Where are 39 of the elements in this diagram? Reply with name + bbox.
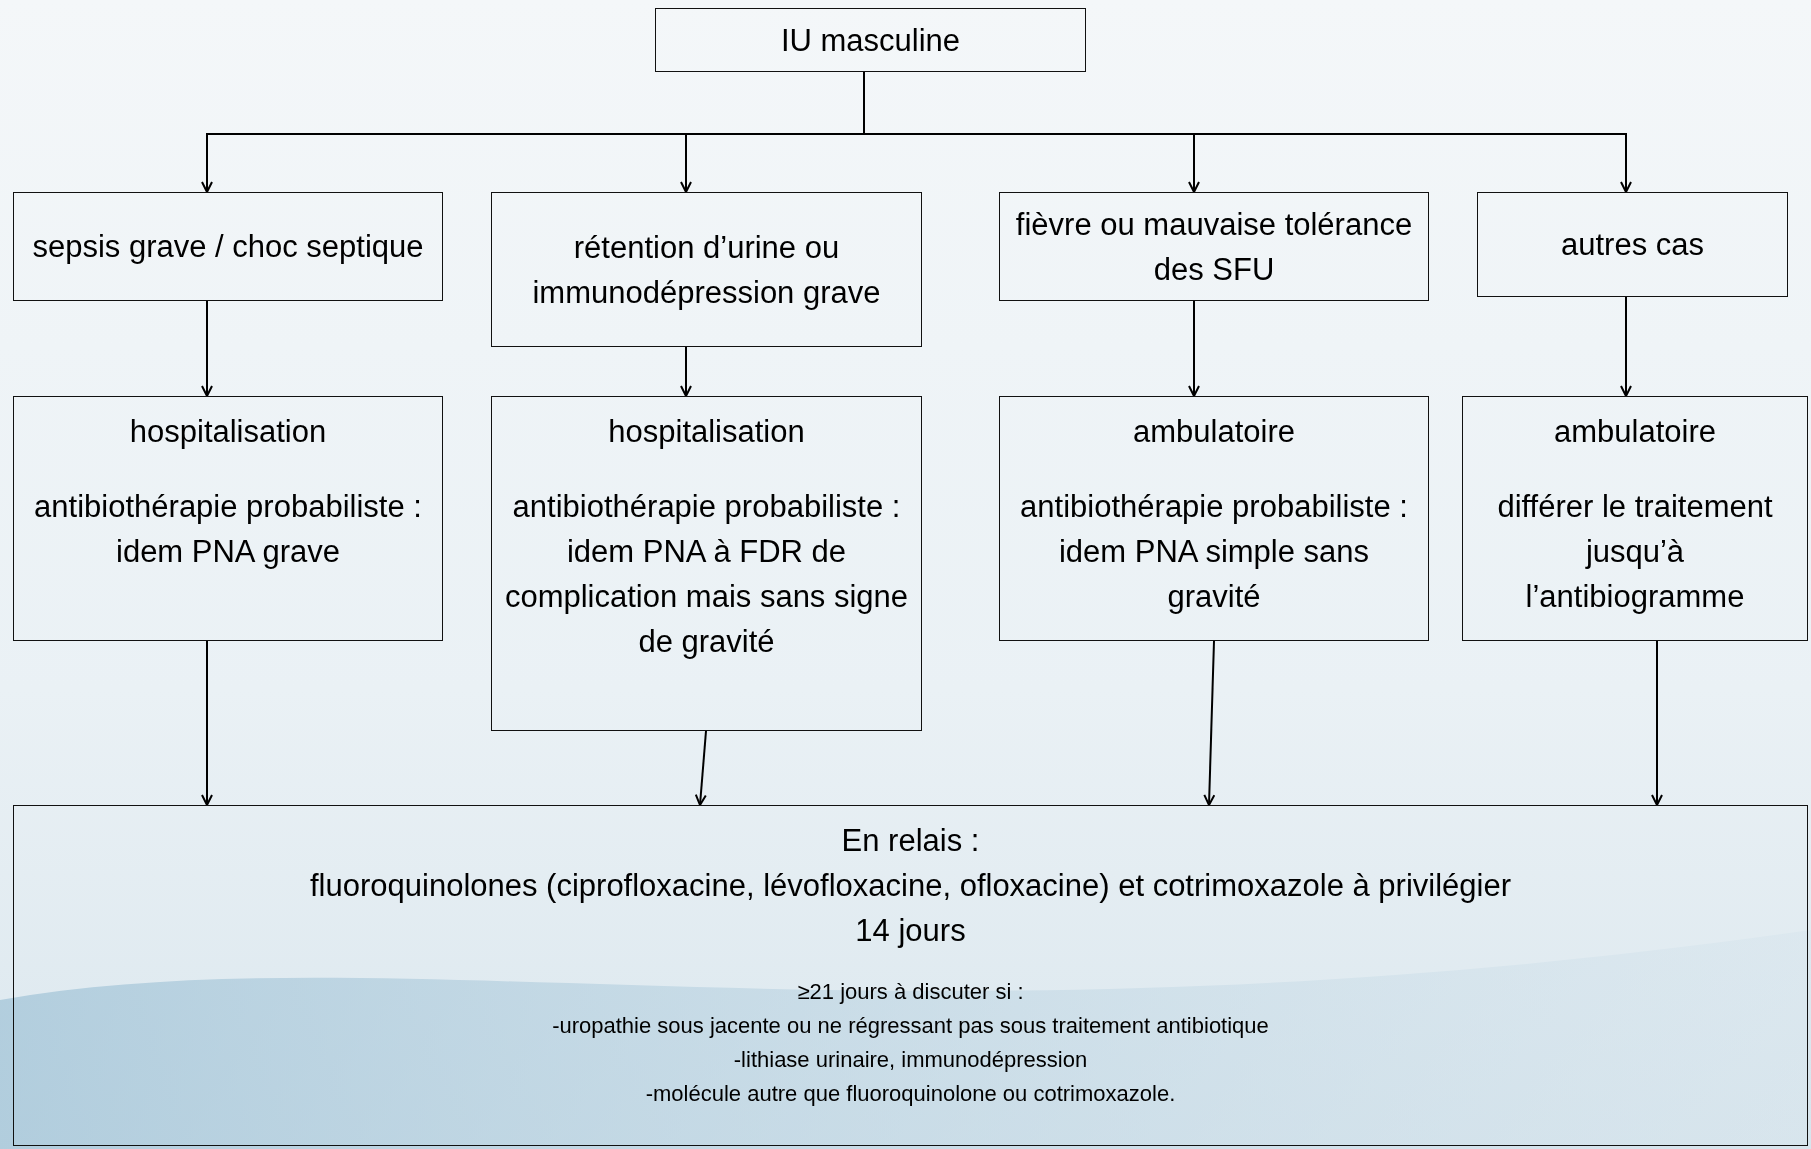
box-text: ≥21 jours à discuter si :: [797, 978, 1024, 1006]
box-text: -molécule autre que fluoroquinolone ou cotrimoxazole.: [645, 1080, 1176, 1108]
arrow: [201, 640, 213, 806]
flow-box: [1462, 396, 1808, 641]
box-text: 14 jours: [855, 912, 966, 950]
box-text: -lithiase urinaire, immunodépression: [733, 1046, 1088, 1074]
box-text: ambulatoire: [1133, 413, 1295, 451]
box-text: -uropathie sous jacente ou ne régressant pas sous traitement antibiotique: [552, 1012, 1269, 1040]
box-text: fièvre ou mauvaise tolérance des SFU: [1014, 205, 1414, 289]
box-text: fluoroquinolones (ciprofloxacine, lévofloxacine, ofloxacine) et cotrimoxazole à privilégier: [310, 867, 1511, 905]
flow-box: [999, 192, 1429, 301]
box-text: ambulatoire: [1554, 413, 1716, 451]
arrow: [1651, 640, 1663, 806]
arrow: [1203, 640, 1216, 806]
arrow: [680, 346, 692, 397]
box-text: rétention d’urine ou immunodépression grave: [531, 228, 882, 312]
flow-box: [13, 805, 1808, 1146]
arrow: [1620, 296, 1632, 397]
flow-box: [491, 192, 922, 347]
flow-box: [13, 396, 443, 641]
box-text: antibiothérapie probabiliste : idem PNA simple sans gravité: [1019, 488, 1409, 616]
flow-box: [655, 8, 1086, 72]
arrow: [201, 300, 213, 397]
box-text: En relais :: [841, 822, 980, 860]
flow-box: [491, 396, 922, 731]
flow-box: [13, 192, 443, 301]
arrow: [863, 71, 1632, 193]
box-text: IU masculine: [780, 21, 961, 60]
box-text: hospitalisation: [608, 413, 805, 451]
arrow: [694, 730, 707, 806]
box-text: antibiothérapie probabiliste : idem PNA à FDR de complication mais sans signe de gravité: [503, 488, 910, 661]
box-text: différer le traitement jusqu’à l’antibiogramme: [1496, 488, 1774, 616]
box-text: antibiothérapie probabiliste : idem PNA grave: [33, 488, 423, 571]
arrow: [1188, 300, 1200, 397]
box-text: autres cas: [1561, 226, 1704, 264]
flow-box: [999, 396, 1429, 641]
box-text: hospitalisation: [129, 413, 327, 451]
box-text: sepsis grave / choc septique: [32, 228, 424, 266]
flow-box: [1477, 192, 1788, 297]
